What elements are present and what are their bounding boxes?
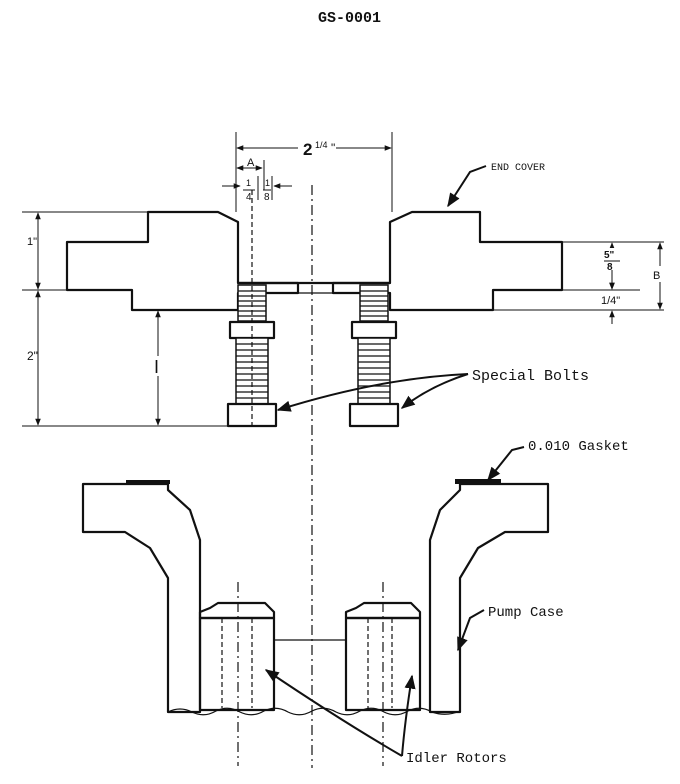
dim-eighth-den: 8 xyxy=(264,192,270,203)
right-special-bolt xyxy=(348,284,400,428)
label-special-bolts: Special Bolts xyxy=(276,368,589,412)
left-gasket xyxy=(126,480,170,484)
label-gasket: 0.010 Gasket xyxy=(487,439,629,482)
pump-case-label: Pump Case xyxy=(488,605,564,621)
dim-eighth-num: 1 xyxy=(265,178,270,188)
label-pump-case: Pump Case xyxy=(457,605,564,652)
dim-top-width-text: 2 xyxy=(303,140,312,159)
idler-rotors-label: Idler Rotors xyxy=(406,751,507,767)
dim-two-label: 2" xyxy=(27,349,38,363)
dim-five-label: 5" xyxy=(604,250,615,261)
dimension-right: 5" 8 1/4" B xyxy=(493,241,666,324)
dim-one-label: 1" xyxy=(27,236,37,248)
special-bolts-label: Special Bolts xyxy=(472,368,589,385)
break-line xyxy=(167,707,461,716)
right-idler-rotor xyxy=(344,582,422,766)
dimension-quarter-eighth: 1 4 1 8 xyxy=(222,176,292,203)
label-end-cover: END COVER xyxy=(447,163,545,208)
dimension-i: I xyxy=(140,309,232,426)
end-cover-label: END COVER xyxy=(491,163,545,174)
right-gasket xyxy=(455,479,501,484)
dim-i-label: I xyxy=(154,357,159,377)
left-special-bolt xyxy=(226,190,278,430)
dim-a-label: A xyxy=(247,157,255,169)
dim-quarter-den: 4 xyxy=(246,192,252,203)
document-id: GS-0001 xyxy=(318,10,381,27)
left-idler-rotor xyxy=(198,582,276,766)
dimension-top-width: 2 1/4 " xyxy=(235,132,393,212)
pump-case xyxy=(81,479,550,714)
dimension-left-heights: 1" 2" xyxy=(22,211,228,427)
label-idler-rotors: Idler Rotors xyxy=(264,669,507,767)
dim-quarter-num: 1 xyxy=(246,178,251,188)
dim-b-label: B xyxy=(653,270,660,282)
dimension-a: A xyxy=(236,157,265,190)
dim-top-width-fraction: 1/4 xyxy=(315,140,328,150)
dim-five-den: 8 xyxy=(607,262,613,273)
dim-quarter-right-label: 1/4" xyxy=(601,295,620,307)
dim-top-width-unit: " xyxy=(331,141,335,155)
end-cover xyxy=(65,210,564,312)
gasket-label: 0.010 Gasket xyxy=(528,439,629,455)
